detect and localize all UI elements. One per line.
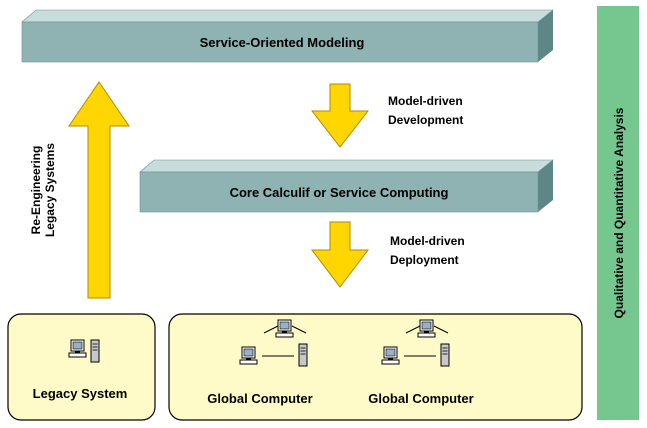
- core-calculi-layer: Core Calculif or Service Computing: [139, 159, 554, 213]
- computer-icon: [239, 346, 258, 365]
- global-computer-2-label: Global Computer: [368, 391, 473, 406]
- arrow-2-label-line-1: Model-driven: [390, 234, 465, 248]
- server-icon: [298, 343, 308, 367]
- legacy-system-label: Legacy System: [33, 386, 128, 401]
- server-icon: [90, 339, 100, 363]
- middle-layer-label: Core Calculif or Service Computing: [230, 185, 449, 200]
- re-engineering-arrow: Re-Engineering Legacy Systems: [29, 81, 130, 299]
- computer-icon: [381, 346, 400, 365]
- arrow-2-label-line-2: Deployment: [390, 253, 459, 267]
- up-arrow-label-line-1: Re-Engineering: [29, 146, 43, 235]
- legacy-system-box: Legacy System: [7, 313, 156, 421]
- network-2: Global Computer: [368, 319, 474, 406]
- up-arrow-label-line-2: Legacy Systems: [43, 143, 57, 237]
- top-layer-label: Service-Oriented Modeling: [200, 35, 365, 50]
- arrow-1-label-line-1: Model-driven: [388, 94, 463, 108]
- computer-icon: [68, 339, 87, 358]
- service-oriented-modeling-layer: Service-Oriented Modeling: [21, 9, 554, 63]
- network-1: Global Computer: [207, 319, 313, 406]
- side-bar-label: Qualitative and Quantitative Analysis: [612, 107, 626, 318]
- server-icon: [440, 343, 450, 367]
- computer-icon: [417, 319, 436, 338]
- model-driven-deployment-arrow: Model-driven Deployment: [310, 221, 465, 288]
- arrow-1-label-line-2: Development: [388, 113, 463, 127]
- global-computer-box: Global Computer Global Computer: [168, 313, 583, 421]
- qualitative-quantitative-analysis-bar: Qualitative and Quantitative Analysis: [597, 6, 639, 420]
- computer-icon: [275, 319, 294, 338]
- model-driven-development-arrow: Model-driven Development: [310, 83, 463, 148]
- global-computer-1-label: Global Computer: [207, 391, 312, 406]
